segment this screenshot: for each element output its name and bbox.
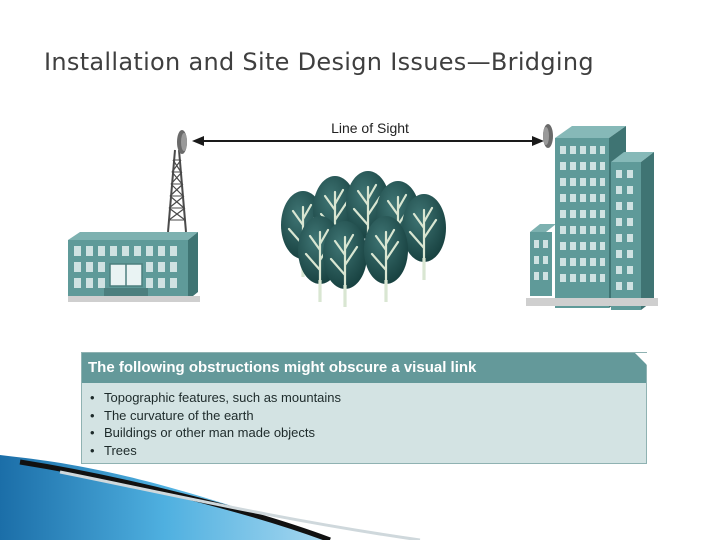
obstructions-heading-text: The following obstructions might obscure… <box>88 359 476 376</box>
obstructions-list: •Topographic features, such as mountains… <box>82 383 646 459</box>
list-item-text: Topographic features, such as mountains <box>104 390 341 405</box>
right-dish-antenna-icon <box>543 124 553 148</box>
right-buildings <box>526 126 658 310</box>
list-item: •Topographic features, such as mountains <box>90 389 646 407</box>
obstructions-heading: The following obstructions might obscure… <box>82 353 646 383</box>
radio-tower <box>168 150 186 232</box>
trees-cluster <box>281 171 446 307</box>
left-dish-antenna-icon <box>177 130 187 154</box>
left-building <box>68 232 200 302</box>
obstructions-box: The following obstructions might obscure… <box>81 352 647 464</box>
list-item: •Trees <box>90 442 646 460</box>
list-item: •The curvature of the earth <box>90 407 646 425</box>
decorative-swoosh <box>0 455 420 540</box>
header-corner-notch <box>635 353 647 365</box>
list-item: •Buildings or other man made objects <box>90 424 646 442</box>
line-of-sight-arrow <box>192 136 544 146</box>
list-item-text: Buildings or other man made objects <box>104 425 315 440</box>
list-item-text: Trees <box>104 443 137 458</box>
line-of-sight-label: Line of Sight <box>331 120 409 136</box>
list-item-text: The curvature of the earth <box>104 408 254 423</box>
